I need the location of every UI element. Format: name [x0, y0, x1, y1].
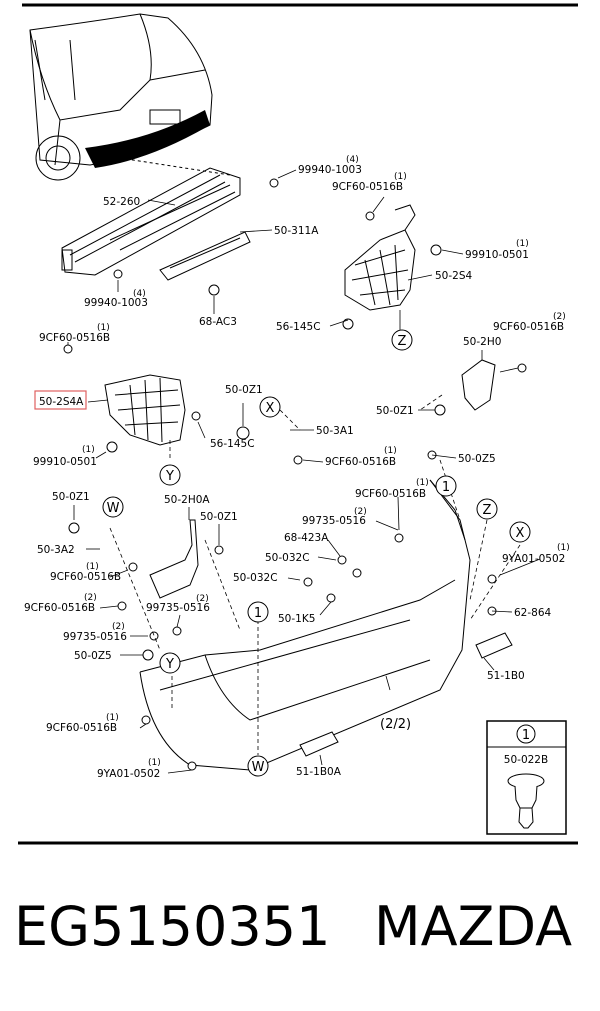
callout-w-1: W: [107, 501, 120, 516]
label-9cf60-right: 9CF60-0516B: [493, 321, 564, 333]
label-51-1b0: 51-1B0: [487, 670, 525, 682]
brand-name: MAZDA: [374, 895, 573, 958]
label-9cf60-c: 9CF60-0516B: [355, 488, 426, 500]
label-50-0z1-a: 50-0Z1: [225, 384, 263, 396]
label-62-864: 62-864: [514, 607, 552, 619]
qty-9cf60-top: (1): [394, 172, 407, 182]
label-50-3a1: 50-3A1: [316, 425, 354, 437]
label-50-2s4: 50-2S4: [435, 270, 472, 282]
label-99735-0516-a: 99735-0516: [302, 515, 366, 527]
car-bumper-shaded: [85, 110, 210, 168]
legend-part-label: 50-022B: [504, 754, 548, 766]
bracket-right: [461, 359, 496, 411]
qty-9ya01-0502-right: (1): [557, 543, 570, 553]
label-68-423a: 68-423A: [284, 532, 329, 544]
callout-1-b: 1: [254, 606, 262, 621]
clip-icon: [507, 773, 545, 829]
label-50-0z1-c: 50-0Z1: [52, 491, 90, 503]
highlight-box: [34, 390, 87, 410]
qty-9cf60-mid: (1): [384, 446, 397, 456]
part-labels: 52-260 99940-1003 (4) 9CF60-0516B (1) 50…: [24, 155, 570, 780]
label-50-032c-a: 50-032C: [265, 552, 310, 564]
label-99735-0516-c: 99735-0516: [63, 631, 127, 643]
callout-z-2: Z: [483, 503, 492, 518]
label-51-1b0a: 51-1B0A: [296, 766, 342, 778]
footer: EG5150351 MAZDA: [0, 895, 600, 975]
qty-9cf60-f: (1): [106, 713, 119, 723]
label-9cf60-e: 9CF60-0516B: [24, 602, 95, 614]
label-56-145c-right: 56-145C: [276, 321, 321, 333]
bumper-fascia: [139, 479, 471, 771]
fasteners: [63, 178, 527, 771]
qty-99940-1003-top: (4): [346, 155, 359, 165]
reflector-right: [475, 632, 513, 659]
label-9ya01-0502-left: 9YA01-0502: [97, 768, 160, 780]
callout-circles: [102, 329, 531, 777]
callout-x-1: X: [266, 401, 275, 416]
label-50-3a2: 50-3A2: [37, 544, 75, 556]
callout-y-1: Y: [165, 469, 174, 484]
callout-w-2: W: [252, 760, 265, 775]
qty-9cf60-d: (1): [86, 562, 99, 572]
car-illustration: [29, 13, 213, 181]
callout-x-2: X: [516, 526, 525, 541]
label-50-2h0a: 50-2H0A: [164, 494, 210, 506]
reflector-left: [299, 731, 339, 757]
label-56-145c-left: 56-145C: [210, 438, 255, 450]
bracket-left: [149, 519, 199, 599]
qty-99940-1003-bottom: (4): [133, 289, 146, 299]
label-50-2s4a: 50-2S4A: [39, 396, 84, 408]
qty-99910-0501-left: (1): [82, 445, 95, 455]
label-50-0z5-right: 50-0Z5: [458, 453, 496, 465]
label-50-0z1-d: 50-0Z1: [200, 511, 238, 523]
callout-y-2: Y: [165, 657, 174, 672]
qty-99735-0516-b: (2): [196, 594, 209, 604]
label-50-0z5-left: 50-0Z5: [74, 650, 112, 662]
label-9cf60-f: 9CF60-0516B: [46, 722, 117, 734]
qty-9cf60-e: (2): [84, 593, 97, 603]
label-52-260: 52-260: [103, 196, 140, 208]
label-99910-0501-right: 99910-0501: [465, 249, 529, 261]
part-number: EG5150351: [14, 895, 331, 958]
qty-9cf60-left: (1): [97, 323, 110, 333]
qty-9cf60-right: (2): [553, 312, 566, 322]
label-page-indicator: (2/2): [380, 717, 411, 732]
label-50-032c-b: 50-032C: [233, 572, 278, 584]
label-9cf60-top: 9CF60-0516B: [332, 181, 403, 193]
label-50-2h0: 50-2H0: [463, 336, 501, 348]
label-50-311a: 50-311A: [274, 225, 319, 237]
callout-1-a: 1: [442, 480, 450, 495]
leader-lines: [67, 169, 541, 774]
qty-9cf60-c: (1): [416, 478, 429, 488]
qty-99735-0516-c: (2): [112, 622, 125, 632]
qty-9ya01-0502-left: (1): [148, 758, 161, 768]
label-99940-1003-top: 99940-1003: [298, 164, 362, 176]
splash-shield-right: [344, 204, 416, 311]
label-9cf60-mid: 9CF60-0516B: [325, 456, 396, 468]
label-9cf60-d: 9CF60-0516B: [50, 571, 121, 583]
splash-shield-left: [104, 374, 186, 446]
label-9ya01-0502-right: 9YA01-0502: [502, 553, 565, 565]
legend-index: 1: [522, 728, 530, 743]
qty-99910-0501-right: (1): [516, 239, 529, 249]
bumper-reinforcement: [61, 167, 241, 276]
label-50-1k5: 50-1K5: [278, 613, 315, 625]
bumper-absorber: [159, 231, 251, 281]
callout-letters: Z X Y W Z 1 X 1 Y W: [107, 334, 525, 775]
label-68-ac3: 68-AC3: [199, 316, 237, 328]
label-99910-0501-left: 99910-0501: [33, 456, 97, 468]
label-99940-1003-bottom: 99940-1003: [84, 297, 148, 309]
qty-99735-0516-a: (2): [354, 507, 367, 517]
label-99735-0516-b: 99735-0516: [146, 602, 210, 614]
label-50-0z1-b: 50-0Z1: [376, 405, 414, 417]
callout-z-1: Z: [398, 334, 407, 349]
label-9cf60-left: 9CF60-0516B: [39, 332, 110, 344]
dashed-guides: [109, 394, 521, 755]
legend-box: 1 50-022B: [486, 720, 567, 835]
